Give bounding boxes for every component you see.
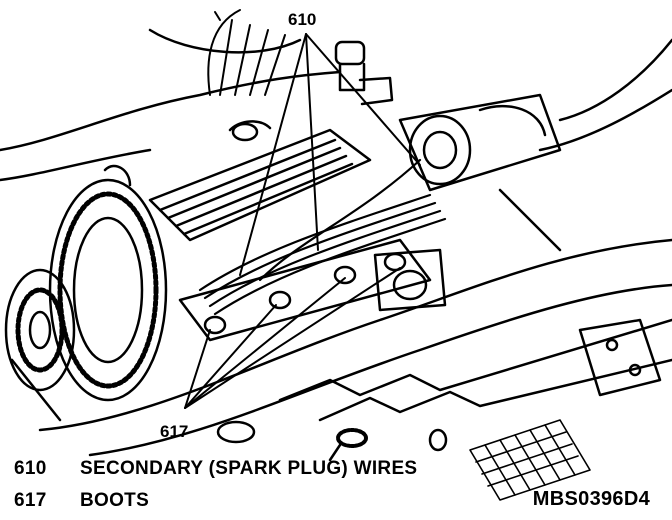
- grille-mesh: [469, 419, 591, 501]
- spark-plug-wires: [198, 158, 447, 316]
- fan-rays: [207, 9, 286, 96]
- legend-description: SECONDARY (SPARK PLUG) WIRES: [80, 458, 418, 479]
- frame-rails: [38, 238, 672, 457]
- legend-number: 617: [14, 490, 47, 511]
- mount-bracket: [578, 318, 662, 397]
- legend-item: 617 BOOTS: [14, 490, 149, 512]
- ring-gear: [4, 164, 168, 422]
- legend-item: 610 SECONDARY (SPARK PLUG) WIRES: [14, 458, 417, 480]
- figure-id: MBS0396D4: [532, 488, 650, 510]
- leader-lines-617: [184, 267, 401, 409]
- filler-cap: [334, 40, 394, 106]
- legend-description: BOOTS: [80, 490, 150, 511]
- valve-cover: [148, 120, 372, 242]
- hose-clamp: [328, 428, 448, 462]
- distributor: [398, 93, 562, 252]
- callout-617: 617: [160, 422, 189, 441]
- leader-lines-610: [239, 33, 421, 276]
- legend-number: 610: [14, 458, 47, 479]
- callout-610: 610: [288, 10, 317, 29]
